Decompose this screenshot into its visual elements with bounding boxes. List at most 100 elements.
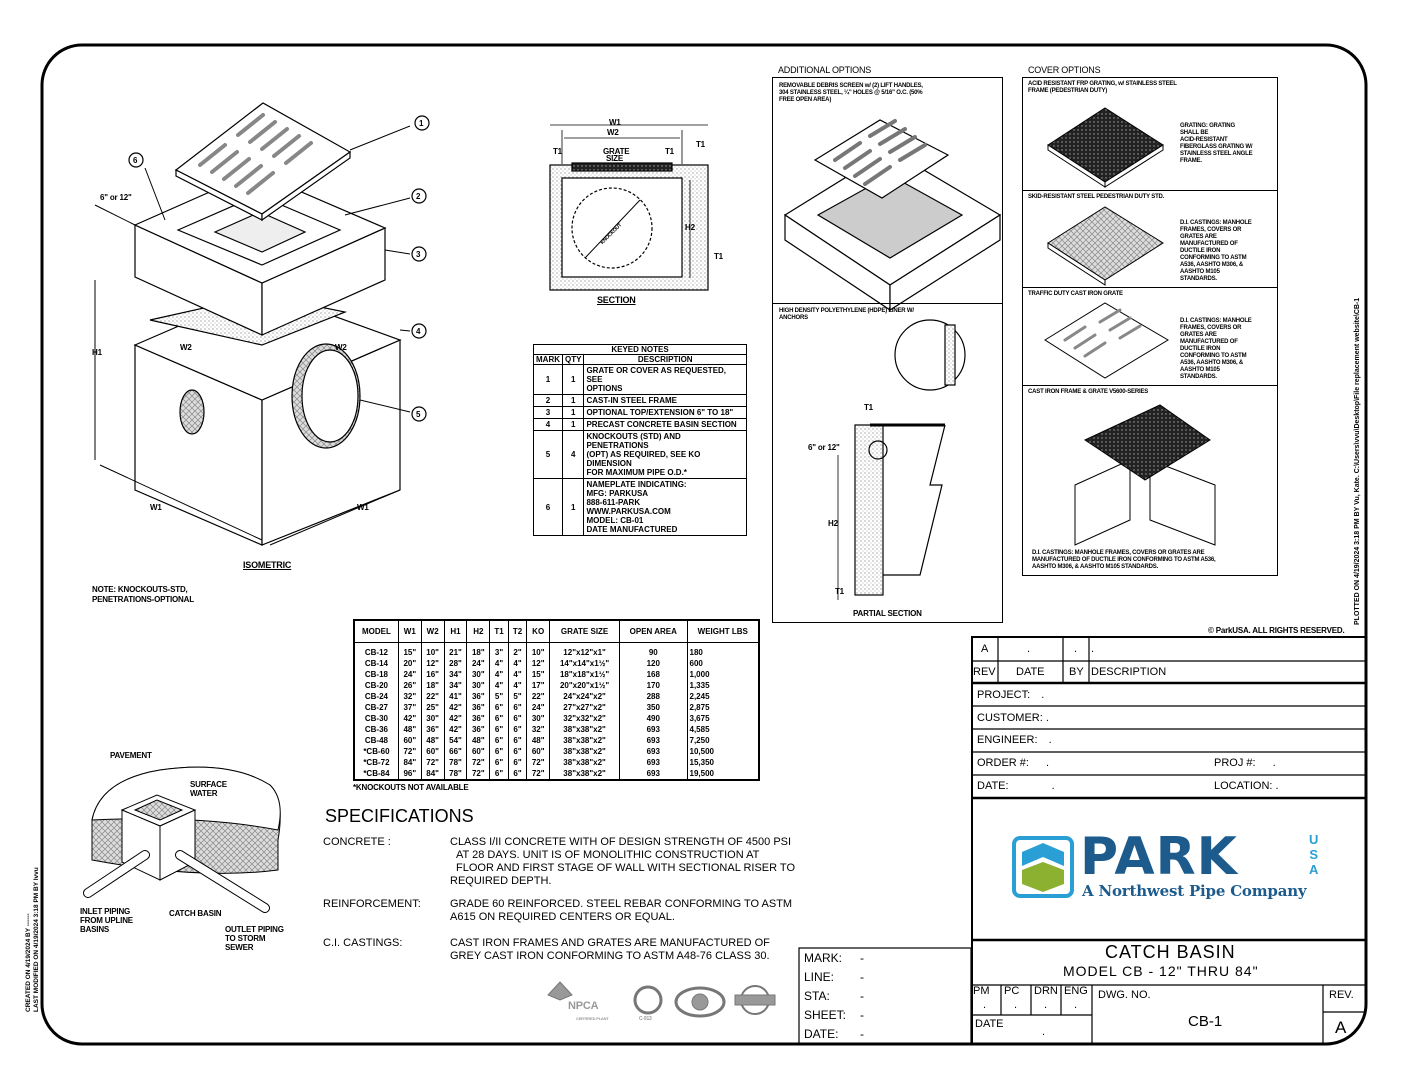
table-cell: 4" [489,679,509,691]
table-cell: 6" [489,756,509,768]
table-cell: 12" [420,657,445,669]
project-field[interactable]: PROJECT: . [977,689,1045,701]
spec-text-line: FLOOR AND FIRST STAGE OF WALL WITH SECTI… [456,862,796,874]
table-cell: 4" [507,679,528,691]
table-cell: 24" [397,668,422,680]
column-header: T1 [489,619,509,643]
description-cell: KNOCKOUTS (STD) AND PENETRATIONS(OPT) AS… [583,430,747,479]
table-cell: 60" [526,745,551,757]
extension-height-label: 6" or 12" [100,193,132,202]
table-cell: 36" [466,690,491,702]
t1-label: T1 [835,587,844,596]
table-cell: 36" [420,723,445,735]
table-cell: 3,675 [686,712,760,724]
table-cell: 3" [489,642,509,658]
table-cell: 72" [397,745,422,757]
mark-value: - [860,970,864,984]
table-cell: CB-18 [353,668,399,680]
description-header: DESCRIPTION [1091,666,1167,678]
description-line: NAMEPLATE INDICATING: [586,480,687,489]
column-header: WEIGHT LBS [686,619,760,643]
column-header: OPEN AREA [619,619,688,643]
table-cell: 4" [507,657,528,669]
signoff-label: ENG [1064,985,1088,997]
table-cell: 20"x20"x1½" [549,679,621,691]
spec-text-line: GREY CAST IRON CONFORMING TO ASTM A48-76… [450,950,770,962]
rev-label: REV. [1329,989,1354,1001]
signoff-label: PC [1004,985,1020,997]
date-field[interactable]: DATE: . [977,780,1055,792]
qty-cell: 4 [561,430,585,479]
proj-no-field[interactable]: PROJ #: . [1214,757,1276,769]
extension-height-label: 6" or 12" [808,443,840,452]
order-field[interactable]: ORDER #: . [977,757,1050,769]
table-cell: 2,245 [686,690,760,702]
description-line: PRECAST CONCRETE BASIN SECTION [586,420,737,429]
table-cell: 600 [686,657,760,669]
table-cell: 6" [489,723,509,735]
location-field[interactable]: LOCATION: . [1214,780,1279,792]
table-cell: 20" [397,657,422,669]
table-cell: 42" [443,723,468,735]
w1-label: W1 [150,503,162,512]
table-cell: 6" [489,701,509,713]
modified-stamp: LAST MODIFIED ON 4/19/2024 3:18 PM BY lv… [33,867,40,1012]
column-header: W1 [397,619,422,643]
created-stamp: CREATED ON 4/19/2024 BY ------ [25,913,32,1012]
table-cell: 41" [443,690,468,702]
mark-label: LINE: [804,970,835,984]
knockout-left [179,389,205,435]
engineer-field[interactable]: ENGINEER: . [977,734,1052,746]
specifications-title: SPECIFICATIONS [325,806,474,826]
h2-label: H2 [828,519,838,528]
table-cell: 2,875 [686,701,760,713]
mark-value: - [860,1008,864,1022]
table-cell: 180 [686,642,760,658]
table-cell: 15" [526,668,551,680]
description-line: DATE MANUFACTURED [586,525,678,534]
table-cell: 12"x12"x1" [549,642,621,658]
description-line: CAST-IN STEEL FRAME [586,396,677,405]
copyright: © ParkUSA. ALL RIGHTS RESERVED. [1208,626,1345,635]
customer-field[interactable]: CUSTOMER: . [977,712,1049,724]
table-cell: 32"x32"x2" [549,712,621,724]
cover-option-title: CAST IRON FRAME & GRATE V5600-SERIES [1028,389,1149,395]
table-cell: 693 [619,767,688,780]
signoff-value: . [983,999,987,1011]
table-cell: 6" [507,767,528,780]
table-cell: 72" [466,756,491,768]
table-cell: 84" [420,767,445,780]
catch-basin-label: CATCH BASIN [169,909,222,918]
table-cell: *CB-84 [353,767,399,780]
table-cell: 72" [526,756,551,768]
table-cell: 16" [420,668,445,680]
table-cell: 42" [397,712,422,724]
table-cell: CB-27 [353,701,399,713]
qty-cell: 1 [561,406,585,419]
callout-6: 6 [133,156,138,165]
table-cell: 42" [443,712,468,724]
isometric-title: ISOMETRIC [243,560,292,570]
divider [1022,385,1278,386]
table-cell: 6" [489,767,509,780]
logo-wordmark: PARK [1080,827,1238,887]
table-cell: 170 [619,679,688,691]
qty-cell: 1 [561,478,585,536]
table-cell: 693 [619,723,688,735]
signoff-label: DRN [1034,985,1058,997]
table-cell: 90 [619,642,688,658]
table-cell: 32" [526,723,551,735]
cover-option-title: SKID-RESISTANT STEEL PEDESTRIAN DUTY STD… [1028,194,1165,200]
mark-cell: 6 [533,478,563,536]
cover-option-title: TRAFFIC DUTY CAST IRON GRATE [1028,291,1123,297]
partial-section-title: PARTIAL SECTION [853,609,922,618]
t1-label: T1 [553,147,562,156]
table-cell: CB-12 [353,642,399,658]
